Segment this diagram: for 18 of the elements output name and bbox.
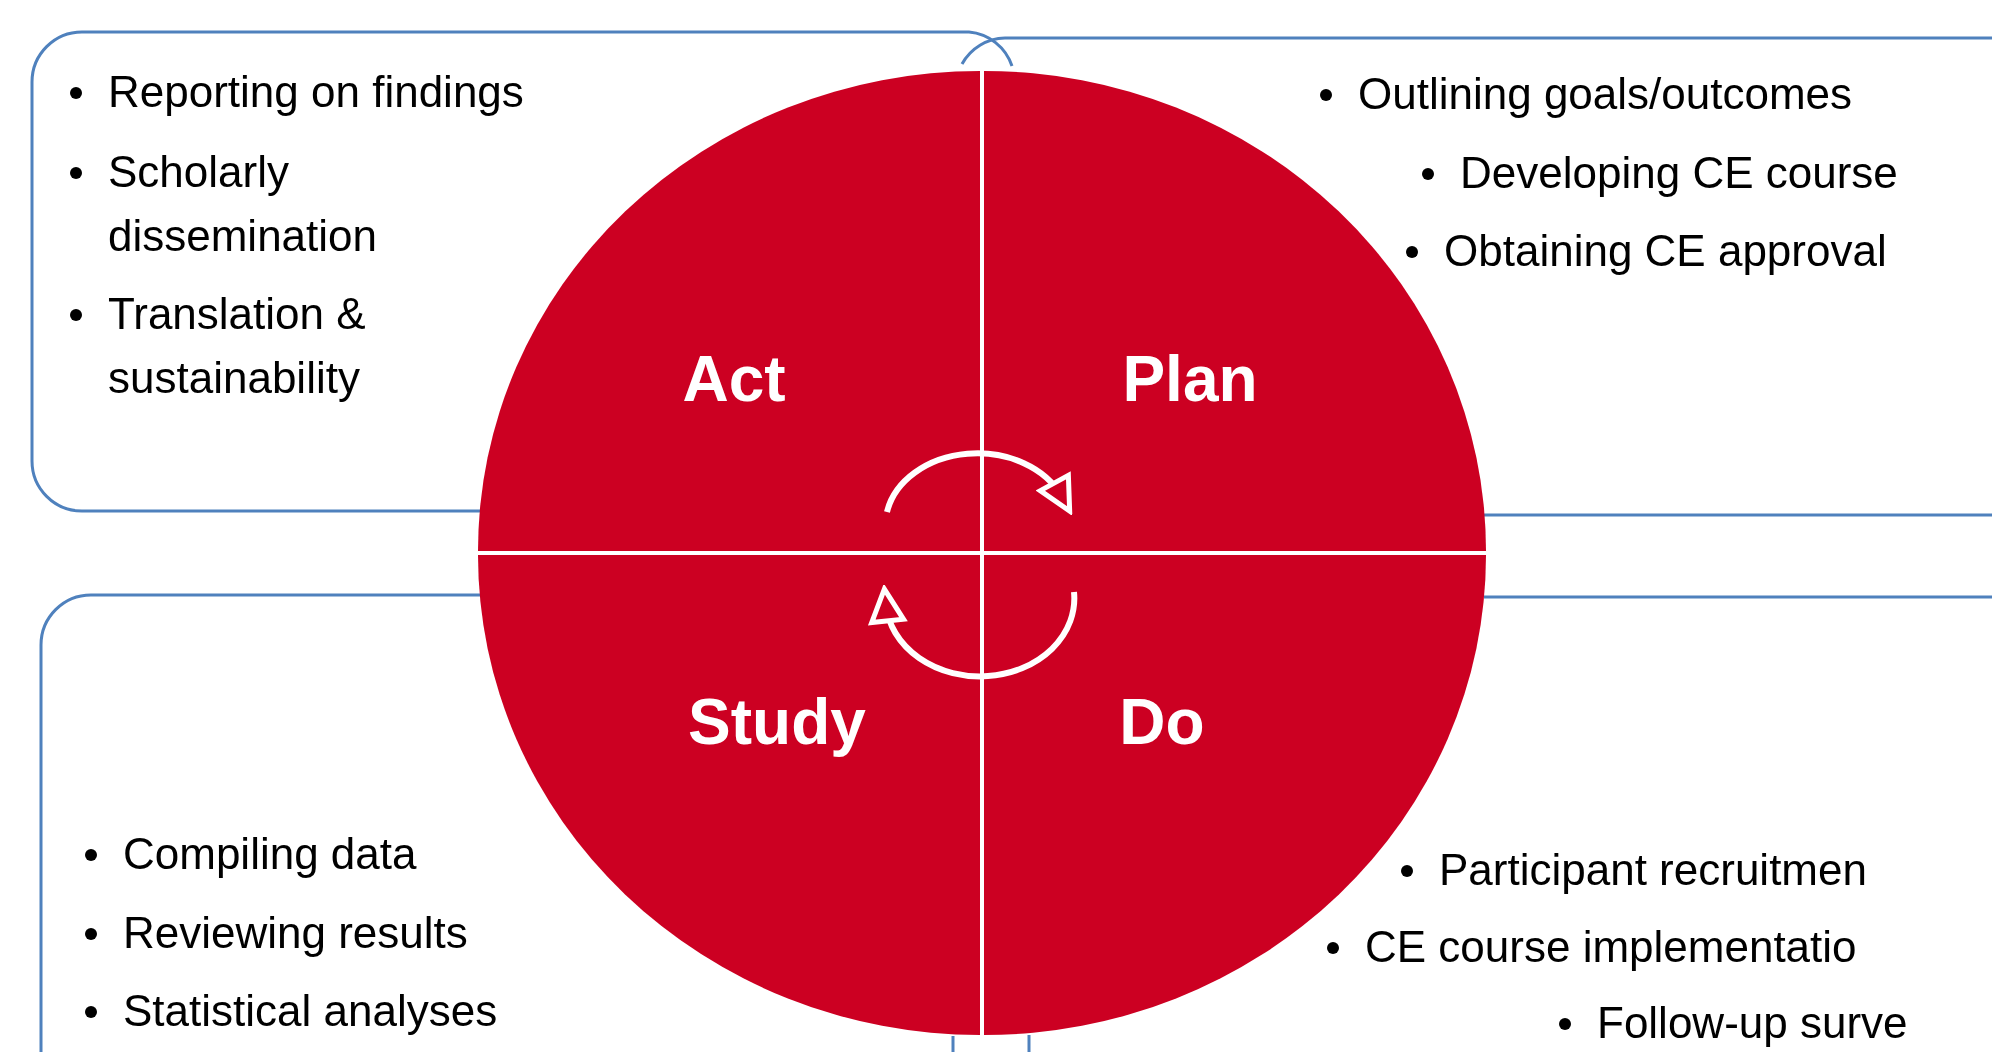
phase-label: Act [682, 342, 786, 416]
bullet-point: Translation & sustainability [70, 282, 448, 410]
bullet-point: Scholarly dissemination [70, 140, 448, 268]
phase-label: Study [688, 685, 866, 759]
bullet-point: Follow-up surve [1559, 991, 1908, 1052]
cycle-arrow [884, 450, 1074, 513]
bullet-point: Reviewing results [85, 901, 468, 965]
bullet-point: Outlining goals/outcomes [1320, 62, 1853, 126]
phase-label: Plan [1122, 342, 1258, 416]
bullet-point: Obtaining CE approval [1406, 219, 1887, 283]
cycle-arrow [870, 586, 1078, 680]
bullet-point: Reporting on findings [70, 60, 524, 124]
phase-label: Do [1119, 685, 1205, 759]
bullet-point: Compiling data [85, 822, 417, 886]
bullet-point: Participant recruitmen [1401, 838, 1867, 902]
bullet-point: Developing CE course [1422, 141, 1898, 205]
bullet-point: CE course implementatio [1327, 915, 1857, 979]
bullet-point: Statistical analyses [85, 979, 498, 1043]
